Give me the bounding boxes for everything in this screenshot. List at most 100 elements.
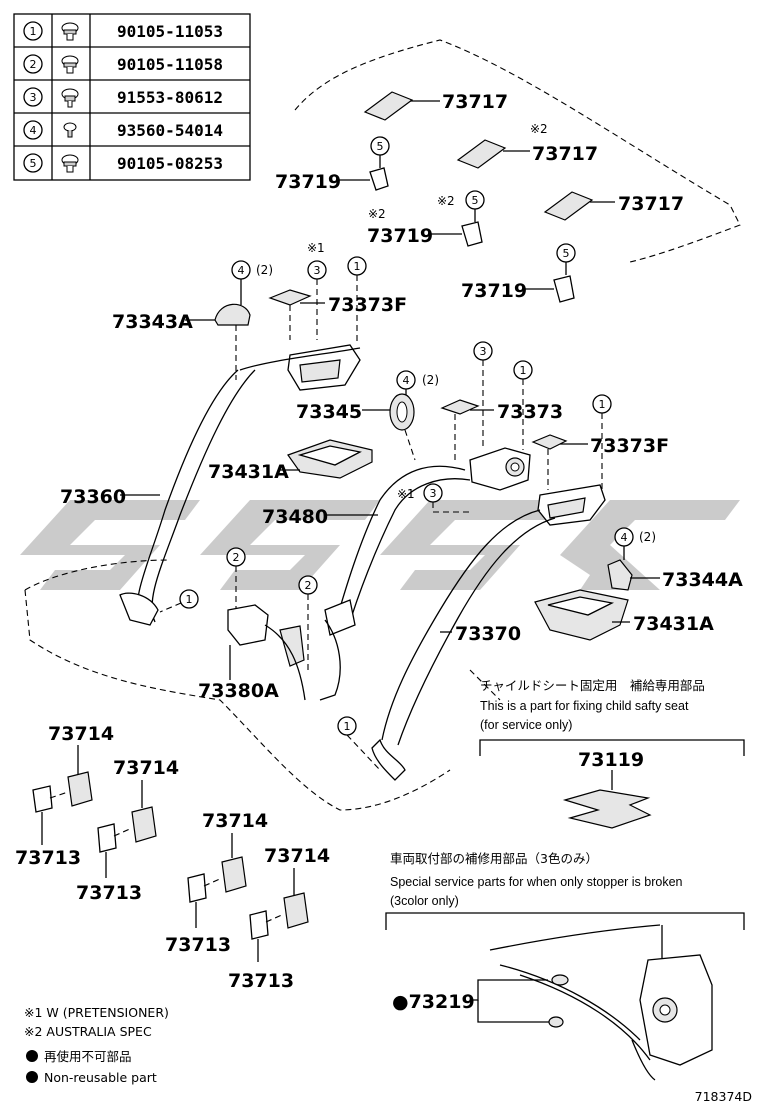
callout-number: 4 xyxy=(403,374,410,387)
retractor-right xyxy=(537,484,606,526)
watermark-logo xyxy=(20,500,740,590)
bolt-flange-icon xyxy=(61,55,79,74)
part-code: 90105-08253 xyxy=(117,154,223,173)
ring-73345[interactable]: 4 (2) 73345 xyxy=(296,370,439,461)
callout-number: 2 xyxy=(233,551,240,564)
belt-73370[interactable]: 73370 1 xyxy=(337,509,556,781)
anchor-cover-73717-a[interactable]: 73717 xyxy=(363,91,508,121)
quantity-mark: (2) xyxy=(639,530,656,544)
part-label: 73345 xyxy=(296,401,362,423)
bolt-table-row: 1 90105-11053 xyxy=(23,21,223,41)
cover-73373[interactable]: 3 1 73373 xyxy=(440,341,563,460)
part-label: 73713 xyxy=(15,847,81,869)
bolt-table-row: 3 91553-80612 xyxy=(23,87,223,108)
note-text-en: This is a part for fixing child safty se… xyxy=(480,699,689,713)
bolt-table: 1 90105-11053 2 90105-11058 3 xyxy=(13,13,251,181)
part-code: 93560-54014 xyxy=(117,121,223,140)
part-label: 73717 xyxy=(618,193,684,215)
anchor-cover-73717-c[interactable]: 73717 xyxy=(543,191,684,221)
clip-73719-b[interactable]: 5 ※2 73719 ※2 xyxy=(367,190,485,247)
bolt-table-row: 2 90105-11058 xyxy=(23,54,223,74)
clip-73719-a[interactable]: 5 73719 xyxy=(275,136,390,193)
screw-small-icon xyxy=(63,122,77,138)
retractor-upper-left xyxy=(239,344,361,391)
tray-73431A-a[interactable]: 73431A xyxy=(208,439,373,483)
callout-number: 4 xyxy=(621,531,628,544)
part-code: 90105-11053 xyxy=(117,22,223,41)
part-label: 73343A xyxy=(112,311,193,333)
cover-73373F-a[interactable]: 3 ※1 1 73373F xyxy=(268,241,407,345)
child-seat-note: チャイルドシート固定用 補給専用部品 This is a part for fi… xyxy=(479,678,745,756)
part-label: 73713 xyxy=(228,970,294,992)
part-label: 73719 xyxy=(275,171,341,193)
part-label: 73717 xyxy=(442,91,508,113)
note-text-jp: チャイルドシート固定用 補給専用部品 xyxy=(480,678,705,693)
part-label: 73431A xyxy=(633,613,714,635)
callout-number: 1 xyxy=(599,398,606,411)
bolt-table-row: 5 90105-08253 xyxy=(23,153,223,173)
row-index: 2 xyxy=(30,58,37,71)
stopper-73219[interactable]: ●73219 xyxy=(392,924,713,1081)
callout-number: 2 xyxy=(305,579,312,592)
callout-number: 5 xyxy=(472,194,479,207)
callout-number: 3 xyxy=(430,487,437,500)
note-text-en: (for service only) xyxy=(480,718,572,732)
part-label: 73713 xyxy=(76,882,142,904)
bracket-73344A[interactable]: 4 (2) 73344A xyxy=(607,527,743,591)
retractor-center xyxy=(469,447,531,491)
anchor-73119[interactable]: 73119 xyxy=(562,749,652,829)
note-text-en: Special service parts for when only stop… xyxy=(390,875,683,889)
stopper-note: 車両取付部の補修用部品（3色のみ） Special service parts … xyxy=(385,851,745,930)
bolt-flange-icon xyxy=(61,22,79,41)
cover-73714-b[interactable]: 73714 73713 xyxy=(76,757,179,904)
callout-number: 4 xyxy=(238,264,245,277)
part-label: 73373F xyxy=(328,294,407,316)
quantity-mark: (2) xyxy=(256,263,273,277)
part-label: 73714 xyxy=(113,757,179,779)
row-index: 5 xyxy=(30,157,37,170)
part-label: ●73219 xyxy=(392,991,475,1013)
callout-number: 3 xyxy=(314,264,321,277)
part-label: 73713 xyxy=(165,934,231,956)
cover-73373F-b[interactable]: 1 73373F xyxy=(531,394,669,490)
tray-73431A-b[interactable]: 73431A xyxy=(534,589,714,641)
row-index: 4 xyxy=(30,124,37,137)
callout-number: 5 xyxy=(563,247,570,260)
note-mark: ※1 xyxy=(307,241,325,255)
belt-73480[interactable]: 73480 3 ※1 xyxy=(262,465,471,636)
clip-73719-c[interactable]: 5 73719 xyxy=(461,243,576,303)
note-text-en: (3color only) xyxy=(390,894,459,908)
cover-73714-c[interactable]: 73714 73713 xyxy=(165,810,268,956)
legend-item: 再使用不可部品 xyxy=(44,1049,132,1064)
note-text-jp: 車両取付部の補修用部品（3色のみ） xyxy=(390,851,598,866)
part-code: 91553-80612 xyxy=(117,88,223,107)
row-index: 1 xyxy=(30,25,37,38)
part-label: 73344A xyxy=(662,569,743,591)
cover-73714-d[interactable]: 73714 73713 xyxy=(228,845,330,992)
callout-number: 3 xyxy=(480,345,487,358)
non-reusable-dot-icon xyxy=(26,1071,38,1083)
bolt-table-row: 4 93560-54014 xyxy=(23,120,223,140)
non-reusable-dot-icon xyxy=(26,1050,38,1062)
anchor-cover-73717-b[interactable]: 73717 ※2 xyxy=(456,122,598,169)
callout-number: 1 xyxy=(354,260,361,273)
note-mark: ※2 xyxy=(368,207,386,221)
callout-number: 1 xyxy=(186,593,193,606)
part-label: 73714 xyxy=(264,845,330,867)
belt-73360[interactable]: 73360 1 xyxy=(60,369,256,626)
part-label: 73719 xyxy=(461,280,527,302)
legend-item: ※2 AUSTRALIA SPEC xyxy=(24,1024,152,1039)
buckle-73380A[interactable]: 2 73380A 2 xyxy=(198,547,341,702)
part-label: 73431A xyxy=(208,461,289,483)
callout-number: 1 xyxy=(520,364,527,377)
cover-73343A[interactable]: 4 (2) 73343A xyxy=(112,260,273,380)
diagram-id: 718374D xyxy=(695,1089,752,1104)
part-label: 73360 xyxy=(60,486,126,508)
quantity-mark: (2) xyxy=(422,373,439,387)
part-label: 73373 xyxy=(497,401,563,423)
note-mark: ※2 xyxy=(530,122,548,136)
callout-number: 5 xyxy=(377,140,384,153)
cover-73714-a[interactable]: 73714 73713 xyxy=(15,723,114,869)
note-mark: ※2 xyxy=(437,194,455,208)
